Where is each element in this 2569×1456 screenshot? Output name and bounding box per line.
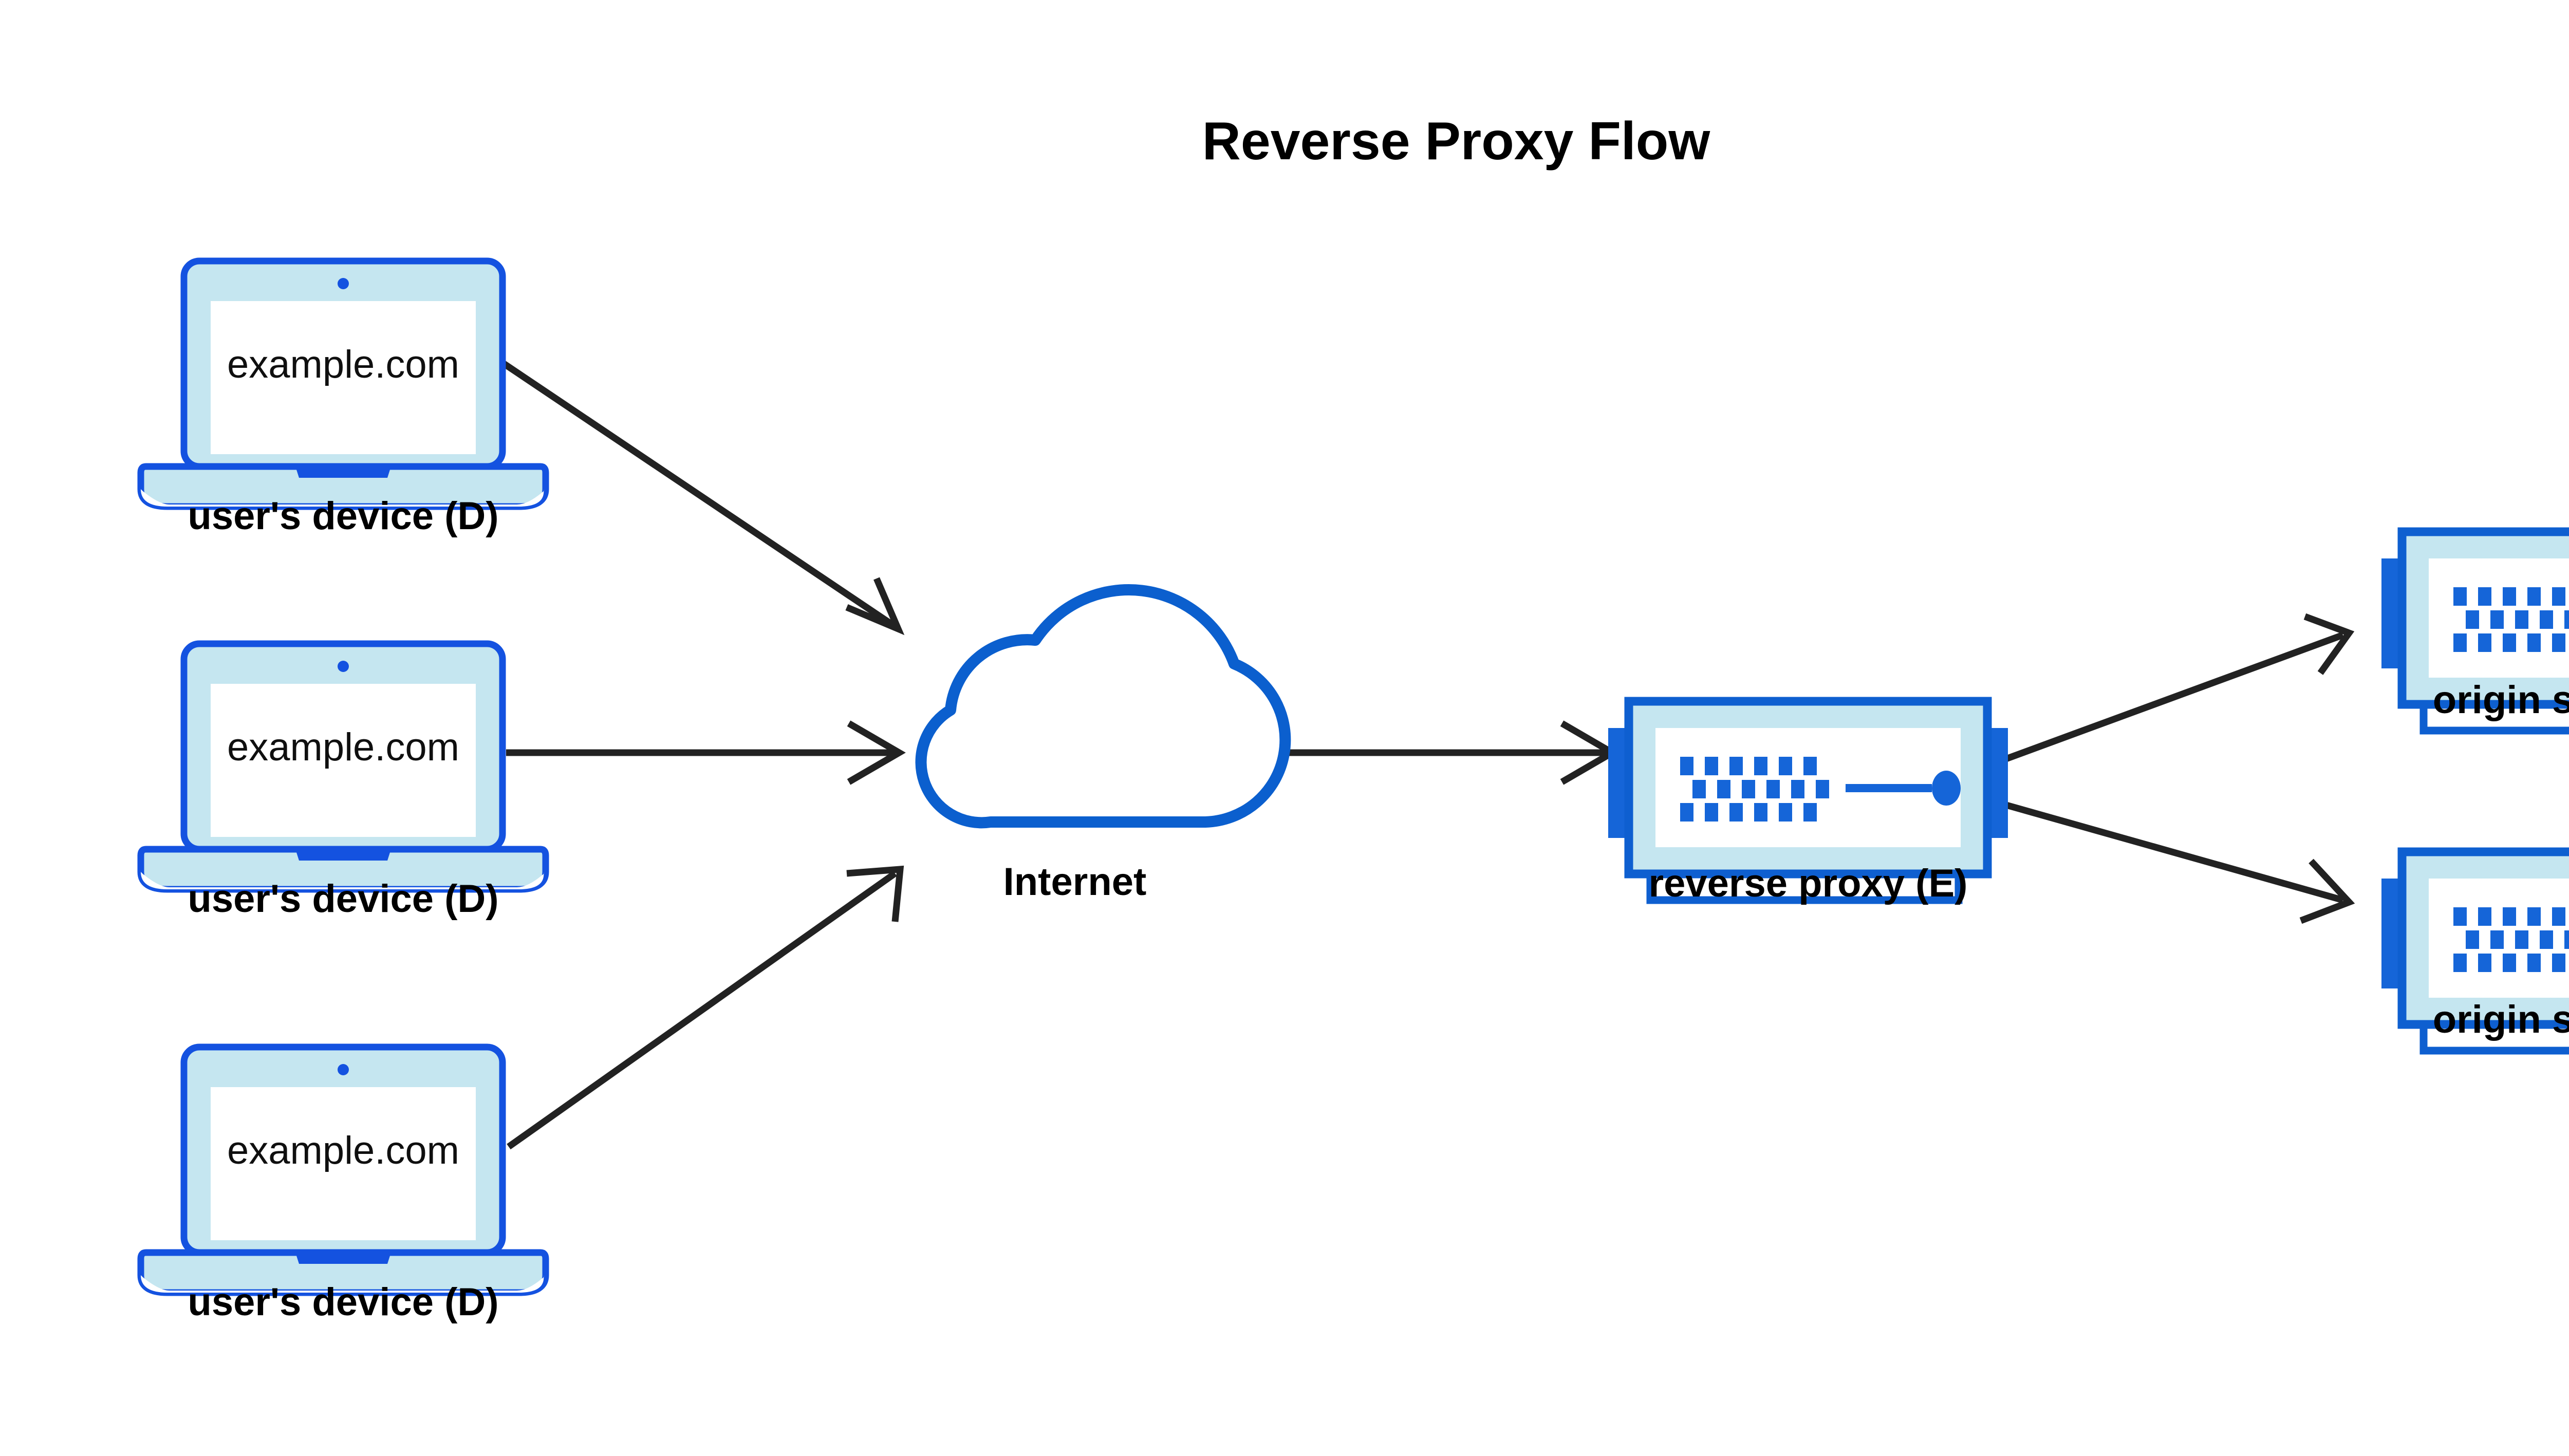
node-client-bottom[interactable]: example.com user's device (D) (141, 1047, 546, 1324)
arrow-client-top-to-cloud (500, 360, 905, 636)
client-screen-text: example.com (227, 725, 459, 769)
arrow-proxy-to-origin-bottom (1993, 798, 2355, 924)
arrow-proxy-to-origin-top (1992, 613, 2355, 767)
node-reverse-proxy[interactable]: reverse proxy (E) (1608, 701, 2008, 905)
client-label: user's device (D) (188, 1280, 498, 1324)
node-client-top[interactable]: example.com user's device (D) (141, 261, 546, 538)
origin-label: origin server (F) (2433, 678, 2569, 722)
client-screen-text: example.com (227, 343, 459, 386)
origin-label: origin server (F) (2433, 998, 2569, 1041)
diagram-title: Reverse Proxy Flow (1202, 111, 1711, 171)
cloud-label: Internet (1003, 860, 1147, 904)
node-client-middle[interactable]: example.com user's device (D) (141, 644, 546, 921)
node-origin-top[interactable]: origin server (F) (2381, 532, 2569, 731)
cloud-icon (915, 584, 1291, 829)
client-screen-text: example.com (227, 1129, 459, 1172)
arrow-client-middle-to-cloud (506, 720, 906, 785)
arrow-client-bottom-to-cloud (507, 865, 904, 1150)
node-internet-cloud[interactable]: Internet (915, 584, 1291, 904)
client-label: user's device (D) (188, 877, 498, 921)
client-label: user's device (D) (188, 494, 498, 538)
proxy-label: reverse proxy (E) (1649, 862, 1968, 905)
node-origin-bottom[interactable]: origin server (F) (2381, 852, 2569, 1051)
